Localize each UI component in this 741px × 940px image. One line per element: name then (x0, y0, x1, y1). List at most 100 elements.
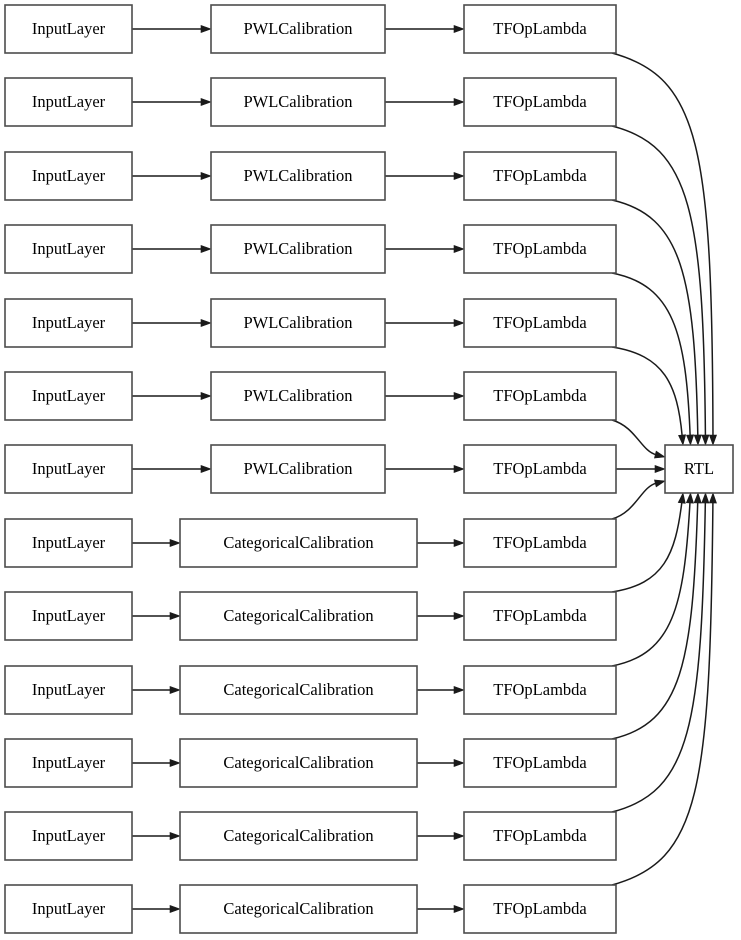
edge-calibration-to-lambda-10-arrowhead (453, 758, 465, 768)
edge-input-to-calibration-4-arrowhead (200, 318, 212, 328)
node-tfoplambda-9-label: TFOpLambda (493, 680, 587, 699)
node-input-layer-9-box (4, 665, 133, 715)
node-calibration-12[interactable]: CategoricalCalibration (179, 884, 418, 934)
node-input-layer-1[interactable]: InputLayer (4, 77, 133, 127)
edge-lambda-to-rtl-4 (611, 346, 683, 437)
node-tfoplambda-5[interactable]: TFOpLambda (463, 371, 617, 421)
edges-layer (132, 24, 717, 914)
node-calibration-0[interactable]: PWLCalibration (210, 4, 386, 54)
edge-calibration-to-lambda-5-arrowhead (453, 391, 465, 401)
node-input-layer-7-label: InputLayer (32, 533, 106, 552)
node-tfoplambda-4-label: TFOpLambda (493, 313, 587, 332)
edge-input-to-calibration-7-arrowhead (169, 538, 181, 548)
node-calibration-8[interactable]: CategoricalCalibration (179, 591, 418, 641)
node-input-layer-4-label: InputLayer (32, 313, 106, 332)
node-input-layer-12[interactable]: InputLayer (4, 884, 133, 934)
node-tfoplambda-3[interactable]: TFOpLambda (463, 224, 617, 274)
node-calibration-7[interactable]: CategoricalCalibration (179, 518, 418, 568)
node-input-layer-5-label: InputLayer (32, 386, 106, 405)
node-calibration-4[interactable]: PWLCalibration (210, 298, 386, 348)
node-tfoplambda-8-box (463, 591, 617, 641)
node-tfoplambda-6-box (463, 444, 617, 494)
node-input-layer-6[interactable]: InputLayer (4, 444, 133, 494)
node-tfoplambda-2-box (463, 151, 617, 201)
node-calibration-9-label: CategoricalCalibration (223, 680, 373, 699)
node-tfoplambda-2[interactable]: TFOpLambda (463, 151, 617, 201)
node-tfoplambda-7[interactable]: TFOpLambda (463, 518, 617, 568)
node-calibration-3[interactable]: PWLCalibration (210, 224, 386, 274)
edge-lambda-to-rtl-4-arrowhead (678, 434, 687, 446)
node-calibration-2-label: PWLCalibration (243, 166, 352, 185)
node-input-layer-11-box (4, 811, 133, 861)
node-calibration-6[interactable]: PWLCalibration (210, 444, 386, 494)
edge-input-to-calibration-10-arrowhead (169, 758, 181, 768)
node-input-layer-2-label: InputLayer (32, 166, 106, 185)
node-input-layer-2[interactable]: InputLayer (4, 151, 133, 201)
node-calibration-6-box (210, 444, 386, 494)
node-input-layer-5[interactable]: InputLayer (4, 371, 133, 421)
edge-input-to-calibration-11-arrowhead (169, 831, 181, 841)
node-input-layer-1-box (4, 77, 133, 127)
node-input-layer-0[interactable]: InputLayer (4, 4, 133, 54)
edge-input-to-calibration-3-arrowhead (200, 244, 212, 254)
edge-calibration-to-lambda-7-arrowhead (453, 538, 465, 548)
node-tfoplambda-1-label: TFOpLambda (493, 92, 587, 111)
node-tfoplambda-3-box (463, 224, 617, 274)
node-calibration-1[interactable]: PWLCalibration (210, 77, 386, 127)
node-tfoplambda-4[interactable]: TFOpLambda (463, 298, 617, 348)
edge-lambda-to-rtl-1-arrowhead (701, 434, 710, 446)
edge-lambda-to-rtl-3 (611, 272, 691, 437)
node-tfoplambda-0[interactable]: TFOpLambda (463, 4, 617, 54)
node-calibration-6-label: PWLCalibration (243, 459, 352, 478)
node-input-layer-3-label: InputLayer (32, 239, 106, 258)
node-tfoplambda-5-label: TFOpLambda (493, 386, 587, 405)
node-input-layer-10[interactable]: InputLayer (4, 738, 133, 788)
node-input-layer-7[interactable]: InputLayer (4, 518, 133, 568)
node-tfoplambda-0-label: TFOpLambda (493, 19, 587, 38)
node-input-layer-9[interactable]: InputLayer (4, 665, 133, 715)
node-tfoplambda-12[interactable]: TFOpLambda (463, 884, 617, 934)
node-input-layer-3[interactable]: InputLayer (4, 224, 133, 274)
edge-calibration-to-lambda-4-arrowhead (453, 318, 465, 328)
edge-input-to-calibration-12-arrowhead (169, 904, 181, 914)
node-calibration-5-box (210, 371, 386, 421)
node-calibration-12-box (179, 884, 418, 934)
node-calibration-9[interactable]: CategoricalCalibration (179, 665, 418, 715)
node-calibration-2[interactable]: PWLCalibration (210, 151, 386, 201)
node-tfoplambda-7-box (463, 518, 617, 568)
node-tfoplambda-11[interactable]: TFOpLambda (463, 811, 617, 861)
node-tfoplambda-2-label: TFOpLambda (493, 166, 587, 185)
node-input-layer-12-box (4, 884, 133, 934)
node-input-layer-5-box (4, 371, 133, 421)
node-tfoplambda-5-box (463, 371, 617, 421)
node-tfoplambda-6[interactable]: TFOpLambda (463, 444, 617, 494)
node-calibration-5[interactable]: PWLCalibration (210, 371, 386, 421)
node-tfoplambda-1[interactable]: TFOpLambda (463, 77, 617, 127)
node-rtl[interactable]: RTL (664, 444, 734, 494)
node-calibration-11[interactable]: CategoricalCalibration (179, 811, 418, 861)
edge-lambda-to-rtl-2 (611, 199, 699, 437)
node-tfoplambda-8[interactable]: TFOpLambda (463, 591, 617, 641)
node-tfoplambda-9[interactable]: TFOpLambda (463, 665, 617, 715)
node-calibration-7-box (179, 518, 418, 568)
node-tfoplambda-12-label: TFOpLambda (493, 899, 587, 918)
node-calibration-11-label: CategoricalCalibration (223, 826, 373, 845)
edge-input-to-calibration-5-arrowhead (200, 391, 212, 401)
node-calibration-10[interactable]: CategoricalCalibration (179, 738, 418, 788)
node-input-layer-11[interactable]: InputLayer (4, 811, 133, 861)
node-input-layer-8[interactable]: InputLayer (4, 591, 133, 641)
edge-lambda-to-rtl-6-arrowhead (654, 464, 666, 474)
node-calibration-5-label: PWLCalibration (243, 386, 352, 405)
node-rtl-label: RTL (684, 459, 714, 478)
node-input-layer-4[interactable]: InputLayer (4, 298, 133, 348)
edge-lambda-to-rtl-3-arrowhead (686, 434, 695, 446)
node-tfoplambda-6-label: TFOpLambda (493, 459, 587, 478)
node-input-layer-11-label: InputLayer (32, 826, 106, 845)
edge-input-to-calibration-8-arrowhead (169, 611, 181, 621)
node-tfoplambda-10[interactable]: TFOpLambda (463, 738, 617, 788)
node-calibration-0-label: PWLCalibration (243, 19, 352, 38)
node-tfoplambda-9-box (463, 665, 617, 715)
node-rtl-box (664, 444, 734, 494)
edge-lambda-to-rtl-12 (611, 501, 714, 886)
